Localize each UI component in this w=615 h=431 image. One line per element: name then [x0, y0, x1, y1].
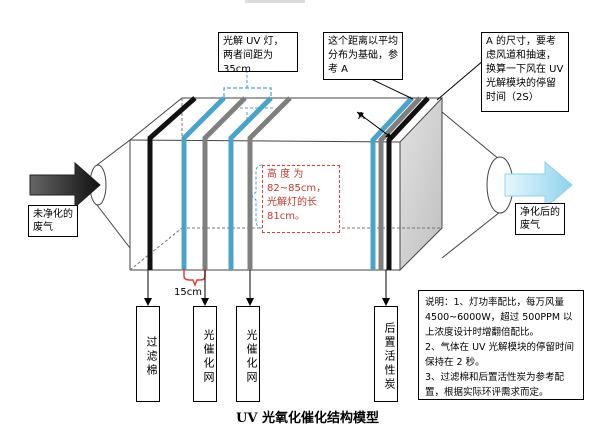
component-catalyst-net-2: 光催化网 — [236, 306, 260, 402]
outlet-label-text: 净化后的废气 — [520, 207, 560, 231]
size-a-text: A 的尺寸，要考虑风道和抽速，换算一下风在 UV 光解模块的停留时间（2S） — [486, 36, 564, 103]
panel-filter-cotton — [147, 96, 197, 270]
height-text: 高 度 为 82~85cm，光解灯的长 81cm。 — [267, 169, 327, 222]
reactor-box — [129, 96, 443, 272]
size-a-leader — [436, 59, 485, 101]
outlet-arrow — [504, 160, 573, 210]
notes-box: 说明：1、灯功率配比，每万风量4500~6000W，超过 500PPM 以上浓度… — [418, 290, 584, 400]
component-activated-carbon: 后置活性炭 — [374, 306, 398, 402]
outlet-hood — [441, 111, 514, 259]
component-catalyst-net-1: 光催化网 — [193, 306, 217, 402]
spacing-bracket-15cm — [183, 268, 206, 288]
panel-uv-lamp-3 — [370, 96, 414, 270]
distance-callout: 这个距离以平均分布为基础，参考 A — [323, 32, 403, 80]
panel-catalyst-net-2 — [247, 96, 292, 270]
panel-catalyst-net-3 — [378, 96, 422, 270]
diagram-caption: UV 光氧化催化结构模型 — [236, 411, 379, 426]
component-filter-cotton: 过滤棉 — [136, 306, 160, 402]
distance-text: 这个距离以平均分布为基础，参考 A — [328, 36, 398, 75]
inlet-label: 未净化的废气 — [28, 205, 78, 237]
panel-uv-lamp-2 — [228, 96, 273, 270]
note-2: 2、气体在 UV 光解模块的停留时间保持在 2 秒。 — [425, 342, 575, 368]
inlet-hood — [89, 139, 131, 249]
height-callout: 高 度 为 82~85cm，光解灯的长 81cm。 — [262, 165, 340, 233]
size-a-callout: A 的尺寸，要考虑风道和抽速，换算一下风在 UV 光解模块的停留时间（2S） — [481, 32, 569, 112]
note-3: 3、过滤棉和后置活性炭为参考配置，根据实际环评需求而定。 — [425, 372, 565, 398]
dimension-a-label: A — [358, 111, 365, 122]
note-1: 说明：1、灯功率配比，每万风量4500~6000W，超过 500PPM 以上浓度… — [425, 297, 573, 338]
component-leaders — [144, 270, 390, 306]
outlet-label: 净化后的废气 — [515, 203, 565, 235]
lamp-spacing-callout: 光解 UV 灯，两者间距为 35cm — [218, 32, 298, 75]
inlet-arrow — [29, 161, 101, 209]
panel-activated-carbon — [386, 96, 430, 270]
dimension-a — [356, 111, 393, 139]
lamp-spacing-text: 光解 UV 灯，两者间距为 35cm — [223, 36, 284, 75]
spacing-15cm-label: 15cm — [174, 287, 202, 298]
panel-uv-lamp-1 — [181, 96, 226, 270]
lamp-spacing-dashed — [223, 72, 275, 122]
inlet-label-text: 未净化的废气 — [33, 209, 73, 233]
height-bracket — [251, 164, 263, 229]
panel-catalyst-net-1 — [202, 96, 247, 270]
